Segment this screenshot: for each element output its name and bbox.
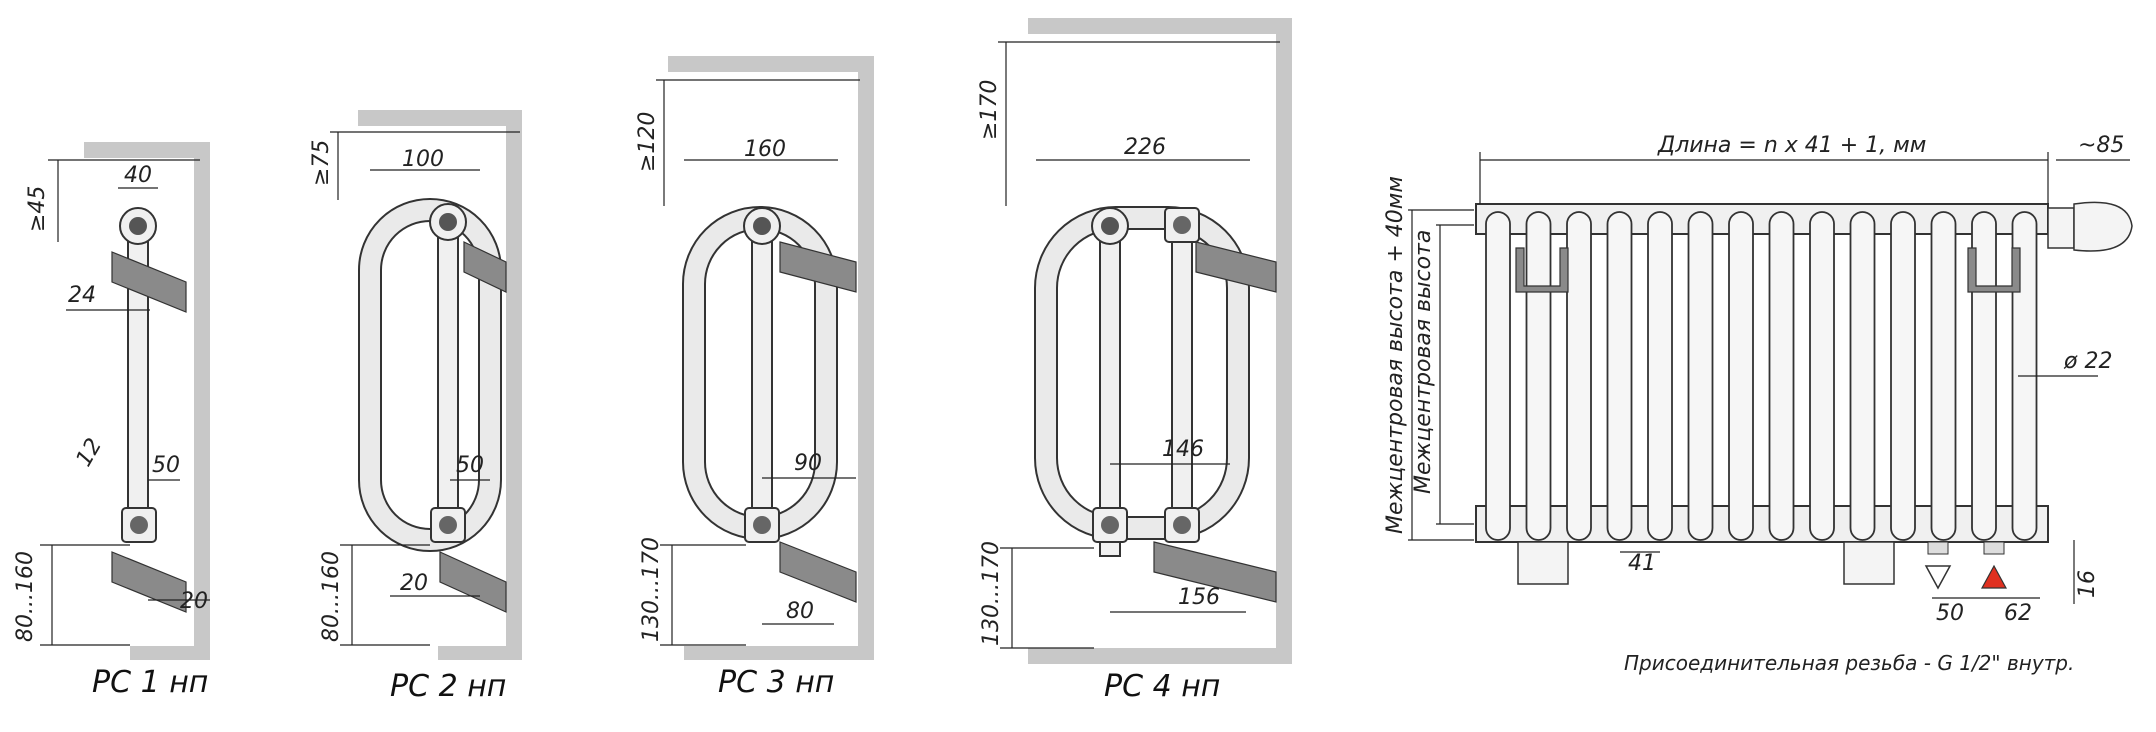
- radiator-column: [1890, 211, 1916, 541]
- radiator-column: [1728, 211, 1754, 541]
- rc4-view: 226 ≥170 146 156 130...170 РС 4 нп: [977, 18, 1292, 704]
- rc2-foot-label: 20: [400, 571, 428, 596]
- rc2-bracket-top: [463, 241, 507, 293]
- front-foot-right: [1843, 541, 1895, 585]
- rc3-pipe: [751, 229, 773, 531]
- rc1-bracket-top: [111, 251, 187, 313]
- front-outlet-label: 62: [2004, 601, 2032, 626]
- rc1-depth-label: 50: [152, 453, 180, 478]
- rc2-view: 100 ≥75 50 20 80...160 РС 2 нп: [309, 110, 522, 704]
- rc3-caption: РС 3 нп: [718, 665, 834, 700]
- rc2-pipe: [437, 229, 459, 531]
- rc1-caption: РС 1 нп: [92, 665, 208, 700]
- connection-thread-note: Присоединительная резьба - G 1/2" внутр.: [1624, 651, 2074, 675]
- front-valve-body: [2047, 207, 2075, 249]
- front-height-total-label: Межцентровая высота + 40мм: [1383, 176, 1408, 534]
- radiator-column: [1606, 211, 1633, 541]
- thermostat-head-icon: [2073, 201, 2133, 252]
- front-top-header: [1475, 203, 2049, 235]
- radiator-column: [1525, 211, 1552, 541]
- front-bottom-header: [1475, 505, 2049, 543]
- rc1-view: 40 ≥45 24 12 50 80...160 20 РС 1 нп: [13, 142, 210, 700]
- front-height-center-label: Межцентровая высота: [1411, 230, 1436, 494]
- front-view: Длина = n x 41 + 1, мм ~85 Межцентровая …: [1383, 133, 2133, 675]
- radiator-column: [1687, 211, 1714, 541]
- rc3-view: 160 ≥120 90 80 130...170 РС 3 нп: [635, 56, 874, 700]
- rc2-bracket-bottom: [439, 551, 507, 613]
- rc2-depth-label: 50: [456, 453, 484, 478]
- radiator-column: [1849, 211, 1876, 541]
- rc1-foot-label: 20: [180, 589, 208, 614]
- front-foot-left: [1517, 541, 1569, 585]
- rc1-wall: [84, 142, 210, 660]
- radiator-column: [1647, 211, 1673, 541]
- rc4-depth-label: 146: [1162, 437, 1204, 462]
- front-diameter-label: ø 22: [2063, 349, 2112, 374]
- rc3-foot-label: 80: [786, 599, 814, 624]
- rc1-width-label: 40: [124, 163, 152, 188]
- front-bracket-left: [1515, 247, 1569, 293]
- rc4-top-label: ≥170: [977, 80, 1002, 140]
- rc3-top-label: ≥120: [635, 112, 660, 172]
- rc3-bracket-top: [779, 241, 857, 293]
- front-valve-label: ~85: [2078, 133, 2124, 158]
- rc1-top-label: ≥45: [25, 186, 50, 232]
- front-length-label: Длина = n x 41 + 1, мм: [1657, 133, 1926, 158]
- front-inlet-label: 50: [1936, 601, 1964, 626]
- rc4-width-label: 226: [1124, 135, 1166, 160]
- rc1-angle-label: 12: [72, 434, 108, 471]
- rc4-bottom-label: 130...170: [979, 541, 1004, 646]
- rc2-top-label: ≥75: [309, 140, 334, 186]
- rc3-bottom-label: 130...170: [639, 537, 664, 642]
- radiator-column: [1485, 211, 1511, 541]
- radiator-column: [1566, 211, 1592, 541]
- rc3-width-label: 160: [744, 137, 786, 162]
- radiator-column: [1809, 211, 1835, 541]
- rc2-width-label: 100: [402, 147, 444, 172]
- radiator-column: [1971, 211, 1997, 541]
- rc4-pipe-right: [1171, 225, 1193, 527]
- radiator-column: [1768, 211, 1795, 541]
- rc4-bracket-top: [1195, 241, 1277, 293]
- front-bracket-right: [1967, 247, 2021, 293]
- radiator-column: [1930, 211, 1957, 541]
- front-base-label: 16: [2075, 570, 2100, 598]
- rc1-bracket-bottom: [111, 551, 187, 613]
- rc1-bottom-label: 80...160: [13, 551, 38, 642]
- front-pitch-label: 41: [1628, 551, 1656, 576]
- rc2-bottom-label: 80...160: [319, 551, 344, 642]
- rc4-pipe-left: [1099, 225, 1121, 557]
- rc2-caption: РС 2 нп: [390, 669, 506, 704]
- rc3-bracket-bottom: [779, 541, 857, 603]
- front-columns: [1485, 211, 2038, 541]
- inlet-triangle-icon: [1924, 565, 1952, 590]
- rc1-pipe-label: 24: [68, 283, 96, 308]
- rc3-depth-label: 90: [794, 451, 822, 476]
- rc4-bracket-bottom: [1153, 541, 1277, 603]
- outlet-triangle-icon: [1980, 564, 2008, 589]
- rc4-foot-label: 156: [1178, 585, 1220, 610]
- rc4-caption: РС 4 нп: [1104, 669, 1220, 704]
